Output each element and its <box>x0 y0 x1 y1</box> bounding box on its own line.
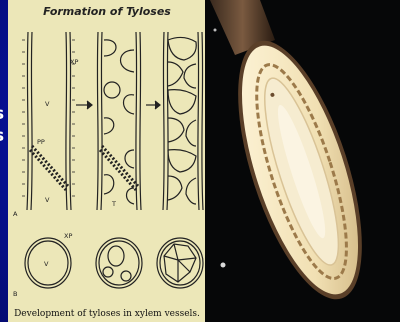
vessel-1-left-wall <box>27 32 28 210</box>
slide-edge-text: s <box>0 104 4 124</box>
vessel-2-left-wall <box>97 32 98 210</box>
cut-surface <box>213 27 388 313</box>
arrow-1-head <box>87 101 92 109</box>
xp-label-cross: XP <box>64 232 72 240</box>
dust-speck <box>221 263 226 268</box>
vessel-1-left-wall-inner <box>31 32 32 210</box>
tyloses-diagram-panel: Formation of Tyloses <box>8 0 206 322</box>
arrow-2-head <box>155 101 160 109</box>
vessel-3-right-wall <box>198 32 199 210</box>
pp-label: PP <box>37 138 45 146</box>
xp-label: XP <box>70 58 78 66</box>
vessel-2-tyloses <box>104 40 134 204</box>
vessel-3-left-wall <box>163 32 164 210</box>
slide-edge-text: s <box>0 126 4 146</box>
tyloses-diagram <box>8 0 206 322</box>
vessel-label-top: V <box>45 100 49 108</box>
vessel-1-right-wall <box>66 32 67 210</box>
twig-photo-illustration <box>205 0 400 322</box>
figure-caption: Development of tyloses in xylem vessels. <box>8 309 206 319</box>
cross-section-2 <box>96 238 142 288</box>
vessel-2-right-wall <box>136 32 137 210</box>
perforation-plate-1 <box>30 146 68 190</box>
vessel-label-bottom: V <box>45 196 49 204</box>
vessel-label-cross: V <box>44 260 48 268</box>
cross-section-3-tyloses <box>164 244 196 282</box>
panel-b-label: B <box>13 290 17 298</box>
cross-section-2-tyloses <box>103 246 131 281</box>
vessel-3-tyloses <box>168 37 196 204</box>
tylose-label: T <box>112 200 116 208</box>
twig-cross-section-photo <box>205 0 400 322</box>
dust-speck <box>214 29 217 32</box>
panel-a-label: A <box>13 210 17 218</box>
